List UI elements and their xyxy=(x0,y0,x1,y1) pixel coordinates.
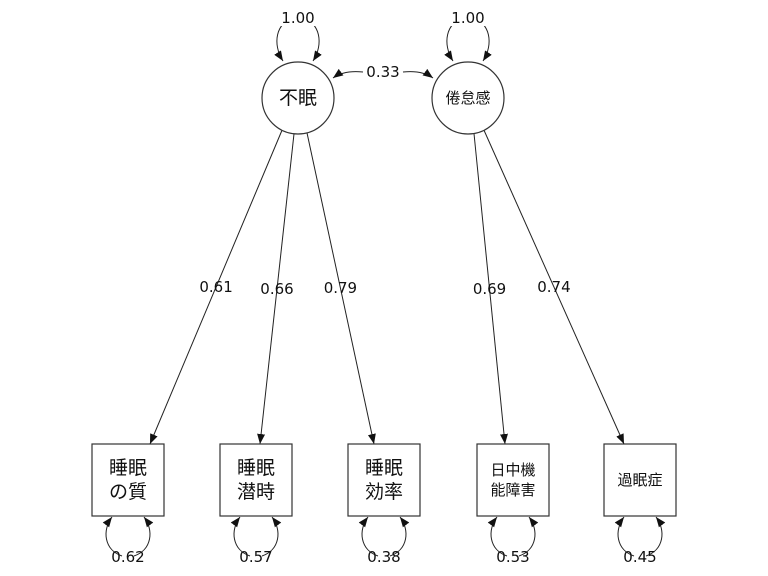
observed-node-sleep-efficiency xyxy=(347,443,421,517)
error-loop-right xyxy=(133,516,154,557)
loading-label: 0.79 xyxy=(324,279,357,297)
error-variance-label: 0.57 xyxy=(239,548,272,566)
error-loop-right xyxy=(261,516,282,557)
observed-label-line: 能障害 xyxy=(490,481,535,499)
error-loop-right xyxy=(518,516,539,557)
loading-arrow xyxy=(483,130,625,445)
error-loop-right xyxy=(645,516,666,557)
latent-node-insomnia xyxy=(261,61,335,135)
covariance-arrow-left xyxy=(332,68,364,79)
error-loop-left xyxy=(230,516,251,557)
observed-label-line: 日中機 xyxy=(490,461,535,479)
label-backdrop xyxy=(280,10,316,26)
latent-variance-label: 1.00 xyxy=(281,9,314,27)
label-backdrop xyxy=(450,10,486,26)
latent-label: 倦怠感 xyxy=(445,89,490,107)
observed-label-line: の質 xyxy=(109,481,147,503)
observed-label: 過眠症 xyxy=(617,471,662,489)
error-loop-left xyxy=(358,516,379,557)
covariance-label: 0.33 xyxy=(366,63,399,81)
observed-node-daytime-dysfunction xyxy=(476,443,550,517)
error-variance-label: 0.38 xyxy=(367,548,400,566)
error-variance-label: 0.45 xyxy=(623,548,656,566)
latent-node-fatigue xyxy=(431,61,505,135)
loading-label: 0.69 xyxy=(473,280,506,298)
observed-label-line: 睡眠 xyxy=(109,457,147,479)
loading-arrow xyxy=(149,130,283,445)
observed-label-line: 睡眠 xyxy=(365,457,403,479)
observed-node-hypersomnia xyxy=(603,443,677,517)
error-loop-left xyxy=(614,516,635,557)
loading-arrow xyxy=(257,133,295,445)
observed-node-sleep-latency xyxy=(219,443,293,517)
error-loop-right xyxy=(389,516,410,557)
error-loop-left xyxy=(487,516,508,557)
latent-label: 不眠 xyxy=(279,87,317,109)
error-loop-left xyxy=(102,516,123,557)
loading-label: 0.61 xyxy=(199,278,232,296)
latent-variance-label: 1.00 xyxy=(451,9,484,27)
loading-label: 0.74 xyxy=(537,278,570,296)
error-variance-label: 0.62 xyxy=(111,548,144,566)
observed-label-line: 潜時 xyxy=(237,481,275,503)
loading-label: 0.66 xyxy=(260,280,293,298)
covariance-arrow-right xyxy=(402,68,434,79)
error-variance-label: 0.53 xyxy=(496,548,529,566)
loading-arrow xyxy=(473,133,508,445)
loading-arrow xyxy=(306,132,376,445)
observed-label-line: 効率 xyxy=(365,481,403,503)
observed-node-sleep-quality xyxy=(91,443,165,517)
observed-label-line: 睡眠 xyxy=(237,457,275,479)
